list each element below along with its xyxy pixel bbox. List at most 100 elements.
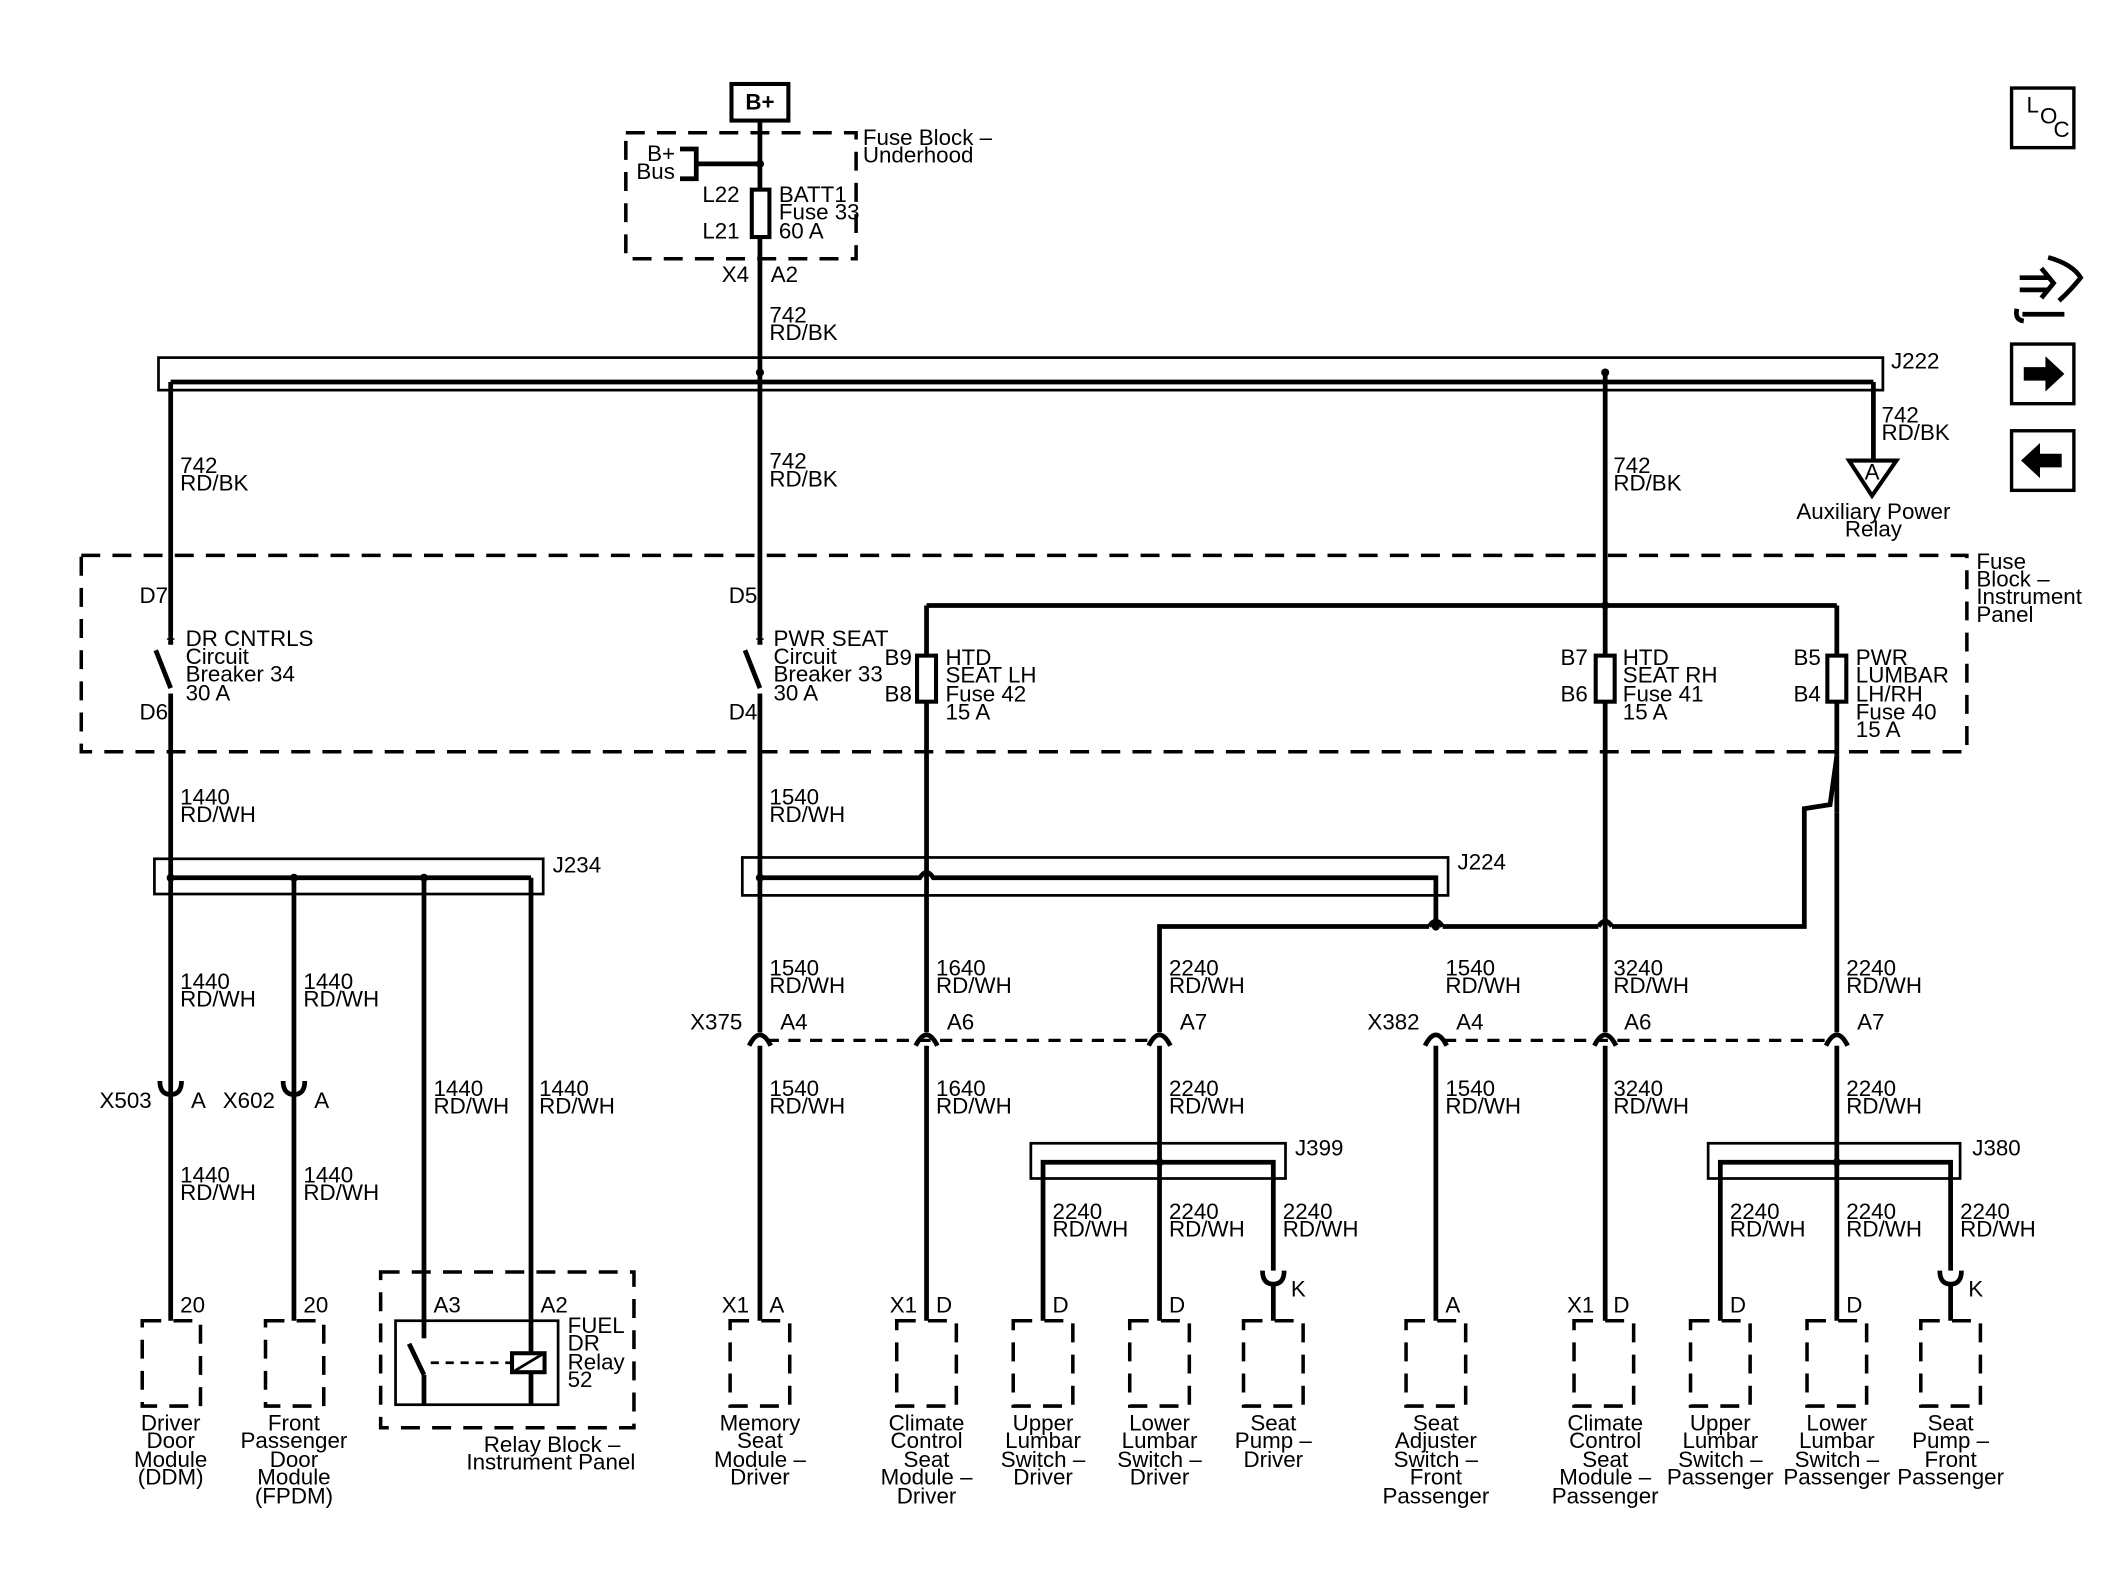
svg-text:30 A: 30 A (186, 680, 231, 705)
arrow-right-icon[interactable] (2009, 342, 2076, 406)
svg-text:RD/WH: RD/WH (180, 986, 256, 1011)
svg-text:Door: Door (146, 1428, 195, 1453)
svg-text:Circuit: Circuit (186, 644, 250, 669)
svg-text:RD/BK: RD/BK (769, 320, 837, 345)
svg-text:D6: D6 (140, 699, 169, 724)
svg-text:Switch –: Switch – (1117, 1447, 1202, 1472)
svg-text:D4: D4 (729, 699, 758, 724)
svg-text:Climate: Climate (889, 1410, 965, 1435)
svg-text:Breaker 34: Breaker 34 (186, 661, 295, 686)
svg-text:1440: 1440 (433, 1076, 483, 1101)
svg-text:Passenger: Passenger (241, 1428, 348, 1453)
svg-text:RD/WH: RD/WH (303, 986, 379, 1011)
svg-text:742: 742 (1882, 403, 1919, 428)
svg-text:Lumbar: Lumbar (1682, 1428, 1758, 1453)
svg-text:(FPDM): (FPDM) (255, 1484, 333, 1509)
svg-text:RD/WH: RD/WH (1445, 973, 1521, 998)
component-seat-adjuster-passenger: A Seat Adjuster Switch – Front Passenger (1382, 1293, 1489, 1509)
svg-text:Underhood: Underhood (863, 143, 974, 168)
svg-text:A7: A7 (1857, 1009, 1884, 1034)
svg-text:2240: 2240 (1283, 1199, 1333, 1224)
loc-button[interactable]: L O C (2009, 86, 2076, 150)
svg-text:SEAT RH: SEAT RH (1623, 663, 1718, 688)
svg-text:Switch –: Switch – (1001, 1447, 1086, 1472)
svg-text:15 A: 15 A (946, 699, 991, 724)
svg-text:RD/WH: RD/WH (1445, 1093, 1521, 1118)
connector-x382: X382 A4 A6 A7 (1367, 1009, 1884, 1047)
pwr-seat-breaker: * D5 D4 PWR SEAT Circuit Breaker 33 30 A (729, 583, 889, 724)
svg-text:DR: DR (568, 1331, 600, 1356)
svg-text:RD/WH: RD/WH (769, 802, 845, 827)
svg-text:15 A: 15 A (1856, 717, 1901, 742)
svg-text:HTD: HTD (1623, 645, 1669, 670)
arrow-left-icon[interactable] (2009, 429, 2076, 493)
component-climate-seat-driver: X1 D Climate Control Seat Module – Drive… (881, 1293, 973, 1509)
svg-text:X1: X1 (890, 1293, 917, 1318)
component-lower-lumbar-driver: D Lower Lumbar Switch – Driver (1117, 1293, 1202, 1490)
svg-text:RD/WH: RD/WH (936, 1093, 1012, 1118)
svg-text:Passenger: Passenger (1667, 1465, 1774, 1490)
svg-text:742: 742 (769, 302, 806, 327)
svg-text:B+: B+ (647, 141, 675, 166)
svg-text:1640: 1640 (936, 1076, 986, 1101)
svg-text:Driver: Driver (1244, 1447, 1304, 1472)
svg-text:FUEL: FUEL (568, 1313, 625, 1338)
svg-text:J224: J224 (1458, 850, 1506, 875)
svg-text:3240: 3240 (1613, 1076, 1663, 1101)
svg-text:Lumbar: Lumbar (1122, 1428, 1198, 1453)
svg-text:X382: X382 (1367, 1009, 1419, 1034)
component-climate-seat-passenger: X1 D Climate Control Seat Module – Passe… (1552, 1293, 1659, 1509)
svg-text:RD/WH: RD/WH (1169, 973, 1245, 998)
svg-text:X503: X503 (100, 1088, 152, 1113)
svg-text:2240: 2240 (1169, 1199, 1219, 1224)
svg-text:A3: A3 (433, 1293, 460, 1318)
svg-text:K: K (1968, 1276, 1983, 1301)
svg-text:D: D (1613, 1293, 1629, 1318)
svg-text:A2: A2 (540, 1293, 567, 1318)
svg-text:B+: B+ (745, 90, 774, 115)
svg-text:1540: 1540 (1445, 1076, 1495, 1101)
svg-text:A6: A6 (947, 1009, 974, 1034)
svg-text:RD/WH: RD/WH (303, 1180, 379, 1205)
svg-text:J234: J234 (553, 852, 601, 877)
svg-text:X4: X4 (722, 262, 749, 287)
svg-text:Memory: Memory (720, 1410, 802, 1435)
svg-text:RD/WH: RD/WH (1283, 1217, 1359, 1242)
svg-text:D: D (1846, 1293, 1862, 1318)
svg-text:X602: X602 (223, 1088, 275, 1113)
svg-text:Passenger: Passenger (1897, 1465, 2004, 1490)
svg-text:RD/WH: RD/WH (1169, 1217, 1245, 1242)
svg-text:RD/WH: RD/WH (1730, 1217, 1806, 1242)
svg-text:RD/WH: RD/WH (1960, 1217, 2036, 1242)
svg-text:RD/WH: RD/WH (433, 1093, 509, 1118)
svg-text:D5: D5 (729, 583, 758, 608)
svg-text:B9: B9 (885, 645, 912, 670)
svg-text:Seat: Seat (737, 1428, 784, 1453)
svg-text:Control: Control (1569, 1428, 1641, 1453)
svg-text:52: 52 (568, 1367, 593, 1392)
power-source: B+ (729, 81, 791, 391)
svg-text:RD/WH: RD/WH (180, 802, 256, 827)
svg-text:A4: A4 (780, 1009, 807, 1034)
component-seat-pump-driver: K Seat Pump – Driver (1235, 1276, 1313, 1472)
svg-text:D: D (1169, 1293, 1185, 1318)
svg-text:1540: 1540 (769, 1076, 819, 1101)
svg-text:RD/WH: RD/WH (1846, 1093, 1922, 1118)
svg-text:Lower: Lower (1806, 1410, 1867, 1435)
svg-text:Seat: Seat (904, 1447, 951, 1472)
svg-text:Switch –: Switch – (1795, 1447, 1880, 1472)
svg-text:Driver: Driver (1130, 1465, 1190, 1490)
splice-j234: J234 (153, 852, 601, 1321)
svg-text:C: C (2054, 117, 2070, 142)
svg-text:Passenger: Passenger (1552, 1484, 1659, 1509)
svg-text:Fuse Block –: Fuse Block – (863, 125, 993, 150)
svg-text:Climate: Climate (1567, 1410, 1643, 1435)
svg-text:2240: 2240 (1169, 1076, 1219, 1101)
svg-text:X375: X375 (690, 1009, 742, 1034)
connector-x375: X375 A4 A6 A7 (690, 1009, 1207, 1047)
svg-text:L21: L21 (702, 218, 739, 243)
wrench-arrow-icon[interactable] (2014, 255, 2084, 324)
fuse-block-underhood: Fuse Block – Underhood B+ Bus L22 L21 BA… (624, 125, 993, 345)
